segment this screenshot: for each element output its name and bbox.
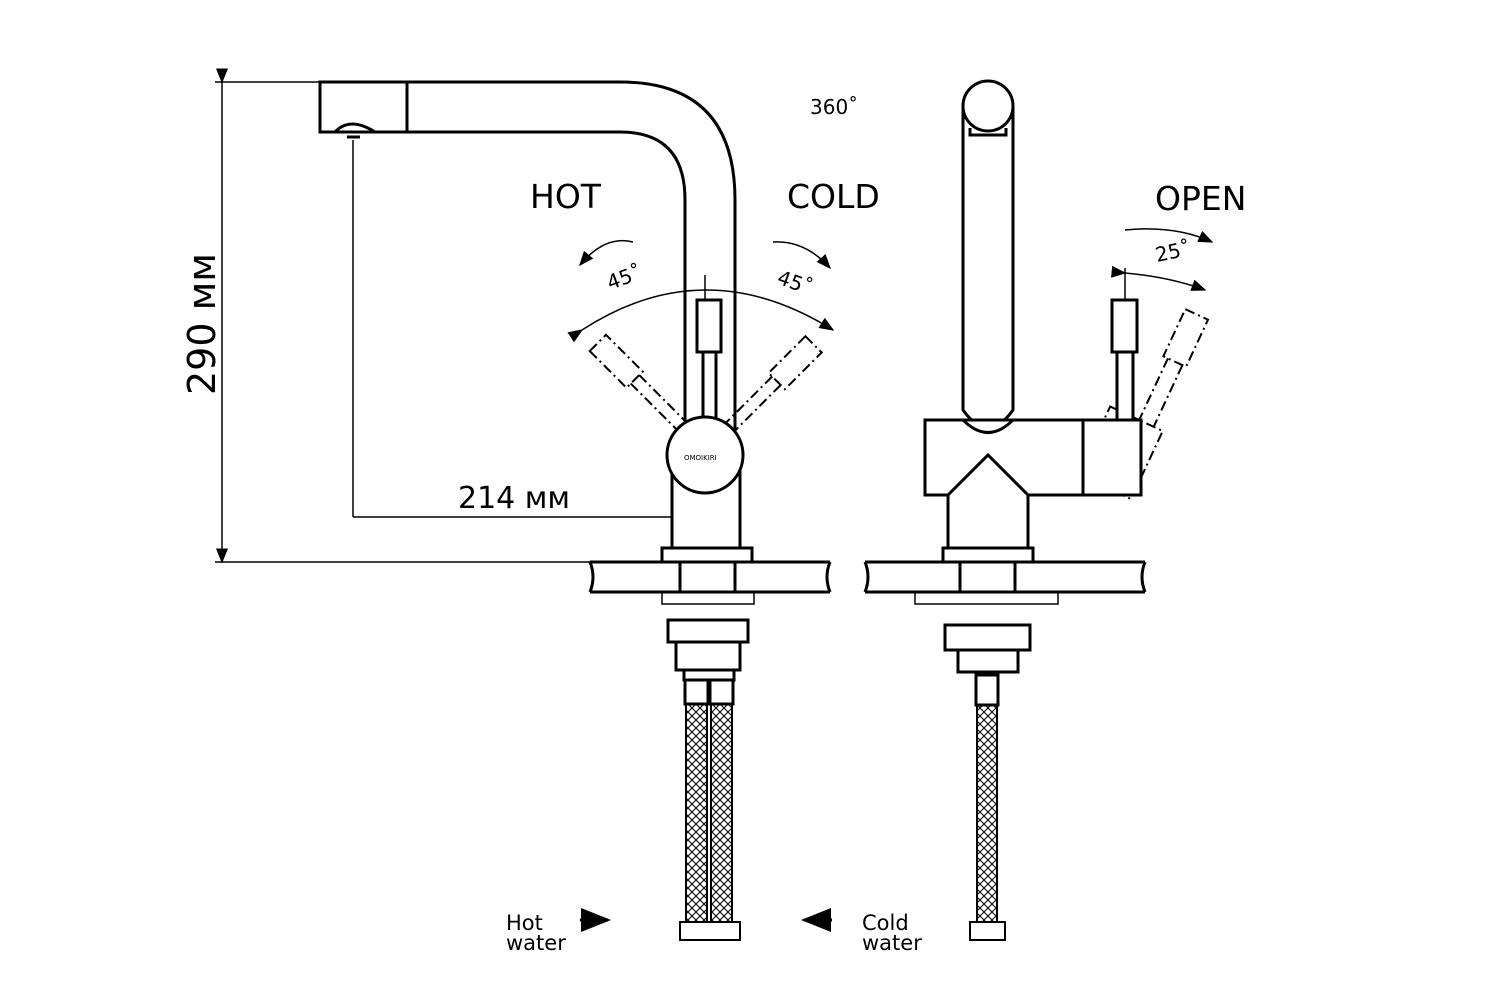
lever-handle [695,298,723,354]
reach-label: 214 мм [458,481,570,516]
side-hose [969,704,1006,941]
open-angle-arc [1111,265,1207,291]
hot-water-label-line1: Hot [506,911,543,935]
mix-angle-arc [567,289,835,343]
hot-angle-label: 45˚ [604,260,646,295]
open-arrow-icon [1124,228,1214,243]
hot-water-label-line2: water [506,931,566,955]
rotation-label: 360˚ [810,95,858,119]
front-view-faucet: OMOIKIRI [318,80,832,706]
height-dimension [215,68,590,564]
height-label: 290 мм [180,253,224,395]
front-hoses [679,703,741,941]
cold-water-label-line1: Cold [862,911,909,935]
reach-dimension [352,140,672,518]
aerator [331,122,381,134]
open-angle-label: 25˚ [1153,236,1193,267]
cold-label: COLD [787,177,880,216]
hot-label: HOT [530,177,602,216]
cold-water-label-line2: water [862,931,922,955]
side-view-faucet [863,79,1210,707]
cold-angle-label: 45˚ [774,265,816,300]
logo: OMOIKIRI [684,454,717,462]
cold-arrow-icon [772,241,831,270]
hot-arrow-icon [579,239,634,267]
open-label: OPEN [1155,179,1246,218]
